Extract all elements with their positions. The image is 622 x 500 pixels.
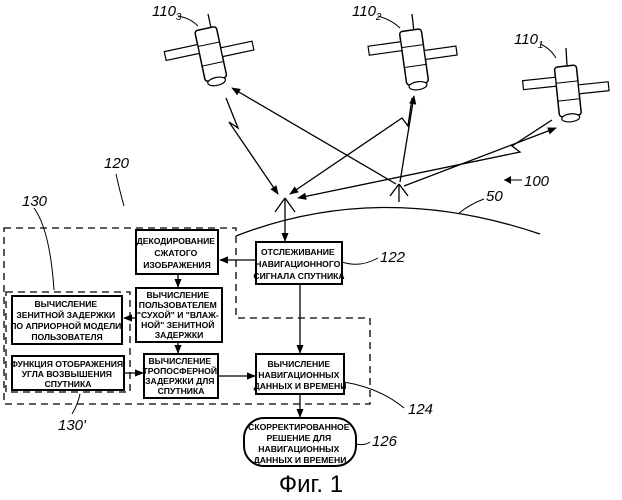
label-100: 100	[524, 173, 550, 190]
label-120: 120	[104, 155, 130, 172]
label-124: 124	[408, 401, 433, 418]
svg-text:ВЫЧИСЛЕНИЕ НАВИГАЦИОННЫХ: ВЫЧИСЛЕНИЕ НАВИГАЦИОННЫХ ДАННЫХ И ВРЕМЕН…	[254, 359, 347, 391]
block-corrected-solution: СКОРРЕКТИРОВАННОЕ РЕШЕНИЕ ДЛЯ НАВИГАЦИОН…	[244, 418, 356, 466]
svg-text:СКОРРЕКТИРОВАННОЕ РЕШЕНИ: СКОРРЕКТИРОВАННОЕ РЕШЕНИЕ ДЛЯ НАВИГАЦИОН…	[248, 422, 352, 465]
label-122: 122	[380, 249, 406, 266]
block-user-dry-wet-delay: ВЫЧИСЛЕНИЕ ПОЛЬЗОВАТЕЛЕМ "СУХОЙ" И "ВЛАЖ…	[136, 288, 222, 342]
svg-text:1102: 1102	[352, 3, 382, 23]
block-zenith-model: ВЫЧИСЛЕНИЕ ЗЕНИТНОЙ ЗАДЕРЖКИ ПО АПРИОРНО…	[10, 296, 123, 344]
svg-text:ОТСЛЕЖИВАНИЕ НАВИГАЦИОНН: ОТСЛЕЖИВАНИЕ НАВИГАЦИОННОГО СИГНАЛА СПУТ…	[253, 247, 344, 281]
antenna-second	[390, 184, 408, 202]
block-signal-tracking: ОТСЛЕЖИВАНИЕ НАВИГАЦИОННОГО СИГНАЛА СПУТ…	[253, 242, 344, 284]
block-nav-data-time: ВЫЧИСЛЕНИЕ НАВИГАЦИОННЫХ ДАННЫХ И ВРЕМЕН…	[254, 354, 347, 394]
antenna-main	[275, 198, 295, 220]
satellite-110-3	[161, 14, 259, 95]
label-50: 50	[486, 188, 503, 205]
earth-surface	[236, 207, 540, 236]
svg-text:1103: 1103	[152, 3, 182, 23]
svg-text:1101: 1101	[514, 31, 543, 51]
label-126: 126	[372, 433, 398, 450]
figure-caption: Фиг. 1	[279, 471, 343, 498]
label-130-prime: 130'	[58, 417, 87, 434]
label-130: 130	[22, 193, 48, 210]
block-elevation-mapping: ФУНКЦИЯ ОТОБРАЖЕНИЯ УГЛА ВОЗВЫШЕНИЯ СПУТ…	[10, 356, 125, 390]
signal-paths	[226, 88, 556, 198]
satellite-110-1	[522, 48, 612, 126]
block-decode-image: ДЕКОДИРОВАНИЕ СЖАТОГО ИЗОБРАЖЕНИЯ	[136, 230, 218, 274]
block-tropospheric-delay: ВЫЧИСЛЕНИЕ ТРОПОСФЕРНОЙ ЗАДЕРЖКИ ДЛЯ СПУ…	[143, 354, 220, 398]
satellite-110-2	[367, 14, 462, 96]
